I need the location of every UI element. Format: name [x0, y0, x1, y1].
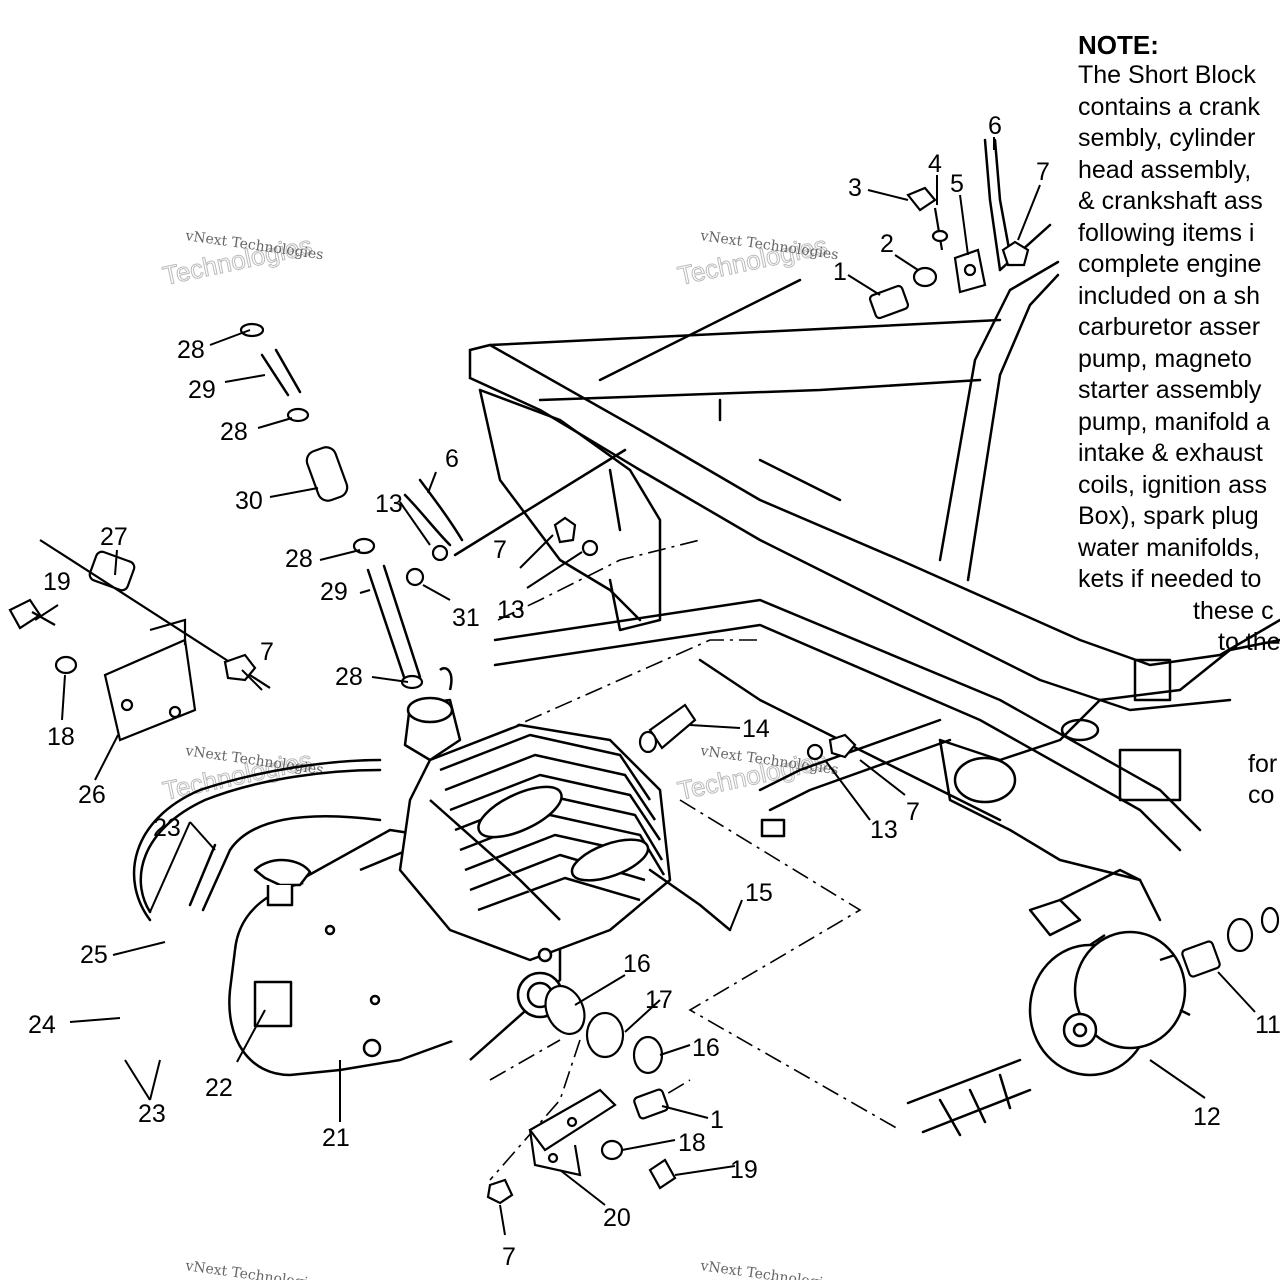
callout-27: 27	[100, 523, 128, 551]
note-line: kets if needed to	[1078, 565, 1262, 593]
callout-17: 17	[645, 986, 673, 1014]
callout-30: 30	[235, 487, 263, 515]
callout-22: 22	[205, 1074, 233, 1102]
callout-20: 20	[603, 1204, 631, 1232]
note-line: head assembly,	[1078, 155, 1252, 184]
callout-12: 12	[1193, 1103, 1221, 1131]
watermark-bottom-center: vNext Technologies	[698, 1258, 839, 1285]
callout-16-lower: 16	[692, 1034, 720, 1062]
callout-31: 31	[452, 604, 480, 632]
note-line: Box), spark plug	[1078, 502, 1259, 530]
note-line: contains a crank	[1078, 92, 1261, 121]
cylinder-fins	[398, 723, 672, 962]
note-line: water manifolds,	[1078, 533, 1261, 562]
note-line: included on a sh	[1078, 281, 1261, 310]
callout-7-center: 7	[493, 536, 507, 564]
note-line: following items i	[1078, 218, 1255, 247]
callout-29-upper: 29	[188, 376, 216, 404]
callout-4: 4	[928, 150, 942, 178]
callout-7-left: 7	[260, 638, 274, 666]
assembly-guide-lines	[489, 539, 901, 1181]
callout-1-lower: 1	[710, 1106, 724, 1134]
watermark-top-left: Technologies vNext Technologies	[160, 228, 325, 291]
callout-19-left: 19	[43, 568, 71, 596]
note-line: complete engine	[1078, 250, 1262, 278]
callout-13-right: 13	[870, 816, 898, 844]
callout-28-lower: 28	[285, 545, 313, 573]
note-text: The Short Block contains a crank sembly, c…	[1078, 60, 1280, 659]
watermark-bottom-left: vNext Technologies	[183, 1258, 324, 1285]
watermark-top-center: Technologies vNext Technologies	[675, 228, 840, 291]
note-fragment-for: for	[1248, 750, 1277, 778]
callout-16-upper: 16	[623, 950, 651, 978]
note-panel: NOTE: The Short Block contains a crank sem…	[1078, 30, 1280, 659]
callout-18-lower: 18	[678, 1129, 706, 1157]
callout-6-top: 6	[988, 112, 1002, 140]
callout-15: 15	[745, 879, 773, 907]
callout-18-left: 18	[47, 723, 75, 751]
hardware-parts	[8, 186, 1280, 1205]
hoses-and-lines	[132, 138, 1052, 1137]
callout-13-center-lower: 13	[497, 596, 525, 624]
note-line: pump, magneto	[1078, 344, 1252, 373]
callout-6-center: 6	[445, 445, 459, 473]
callout-11: 11	[1255, 1011, 1280, 1039]
callout-19-lower: 19	[730, 1156, 758, 1184]
callout-24: 24	[28, 1011, 56, 1039]
callout-7-bottom: 7	[502, 1243, 516, 1271]
note-fragments: for co	[1248, 750, 1277, 809]
drive-clutch	[1028, 930, 1191, 1077]
callout-7-right: 7	[906, 798, 920, 826]
note-line: coils, ignition ass	[1078, 470, 1267, 499]
callout-7-top: 7	[1036, 158, 1050, 186]
engine-assembly	[228, 666, 672, 1077]
callout-2: 2	[880, 230, 894, 258]
note-line: to the	[1218, 628, 1280, 656]
callout-labels: 28 29 28 30 28 29 28 27 19 18 26 7 6 13 …	[28, 112, 1280, 1271]
note-line: & crankshaft ass	[1078, 187, 1263, 215]
note-line: these c	[1193, 596, 1274, 625]
callout-14: 14	[742, 715, 770, 743]
callout-23-upper: 23	[153, 814, 181, 842]
callout-28-mid: 28	[220, 418, 248, 446]
note-line: intake & exhaust	[1078, 439, 1263, 467]
note-line: starter assembly	[1078, 376, 1262, 404]
fuel-filter	[305, 446, 349, 502]
callout-26: 26	[78, 781, 106, 809]
callout-3: 3	[848, 174, 862, 202]
svg-text:vNext Technologies: vNext Technologies	[183, 1258, 324, 1280]
callout-13-center: 13	[375, 490, 403, 518]
frame-assembly	[468, 260, 1280, 937]
note-line: The Short Block	[1078, 61, 1256, 89]
note-fragment-co: co	[1248, 781, 1274, 809]
callout-28-upper: 28	[177, 336, 205, 364]
callout-leader-lines	[34, 137, 1256, 1236]
svg-text:vNext Technologies: vNext Technologies	[698, 1258, 839, 1280]
callout-5: 5	[950, 170, 964, 198]
note-line: sembly, cylinder	[1078, 124, 1256, 152]
callout-1-top: 1	[833, 258, 847, 286]
note-title: NOTE:	[1078, 30, 1159, 60]
callout-28-bottom: 28	[335, 663, 363, 691]
callout-25: 25	[80, 941, 108, 969]
note-line: carburetor asser	[1078, 313, 1261, 341]
callout-23-lower: 23	[138, 1100, 166, 1128]
note-line: pump, manifold a	[1078, 407, 1270, 436]
callout-21: 21	[322, 1124, 350, 1152]
callout-29-lower: 29	[320, 578, 348, 606]
